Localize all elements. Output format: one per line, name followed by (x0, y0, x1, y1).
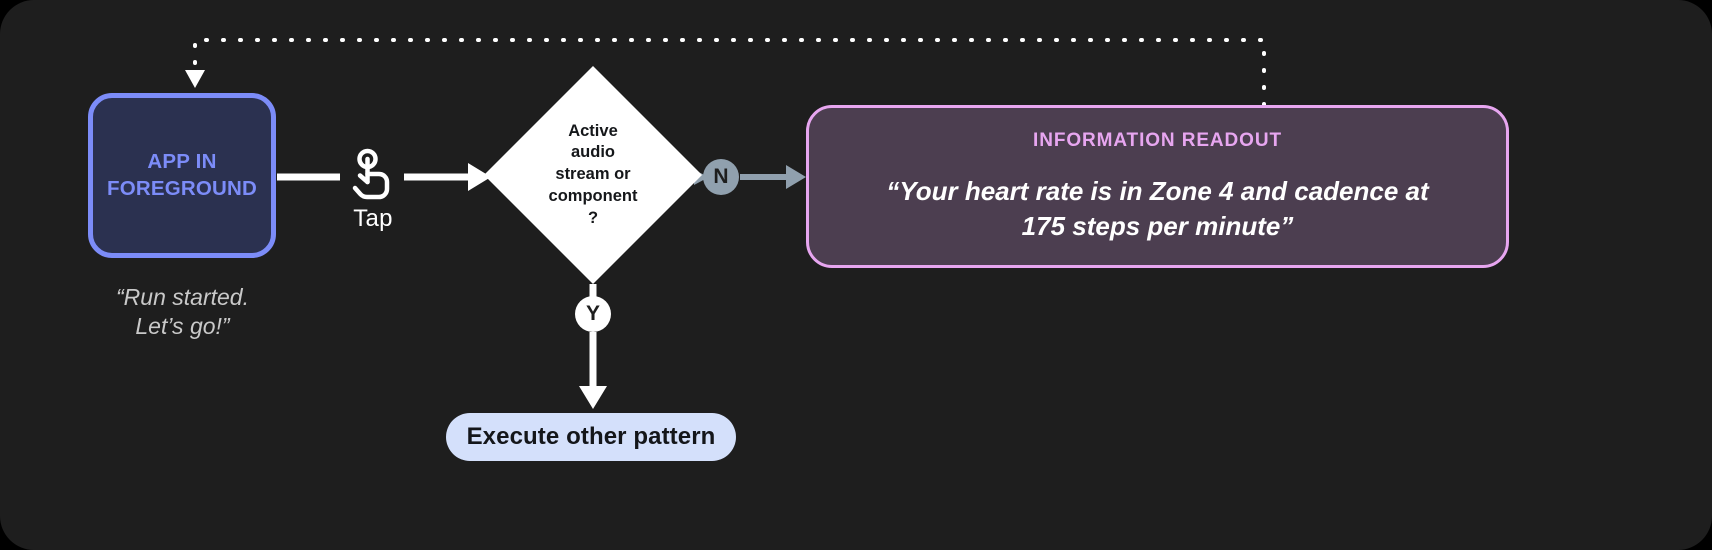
tap-label: Tap (353, 205, 393, 232)
node-decision-audio-stream[interactable]: Active audio stream or component ? (484, 66, 702, 284)
edge-yes-to-execute (579, 332, 607, 409)
branch-badge-yes: Y (575, 296, 611, 332)
interaction-tap[interactable]: Tap (338, 148, 408, 243)
branch-badge-no-label: N (713, 165, 729, 188)
node-app-in-foreground[interactable]: APP IN FOREGROUND (88, 93, 276, 258)
information-readout-body: “Your heart rate is in Zone 4 and cadenc… (886, 175, 1429, 241)
edge-no-to-readout (740, 165, 806, 189)
branch-badge-yes-label: Y (585, 302, 600, 325)
node-execute-other-pattern[interactable]: Execute other pattern (446, 413, 736, 461)
app-in-foreground-caption: “Run started. Let’s go!” (116, 284, 249, 340)
branch-badge-no: N (703, 159, 739, 195)
node-information-readout[interactable]: INFORMATION READOUT “Your heart rate is … (806, 105, 1509, 268)
edge-readout-to-app-feedback (185, 38, 1266, 107)
decision-label: Active audio stream or component ? (548, 121, 638, 227)
app-in-foreground-label: APP IN FOREGROUND (106, 150, 258, 200)
execute-other-pattern-label: Execute other pattern (466, 423, 716, 450)
edge-tap-to-decision (404, 163, 491, 191)
information-readout-title: INFORMATION READOUT (1033, 129, 1282, 151)
tap-hand-icon (352, 148, 390, 200)
